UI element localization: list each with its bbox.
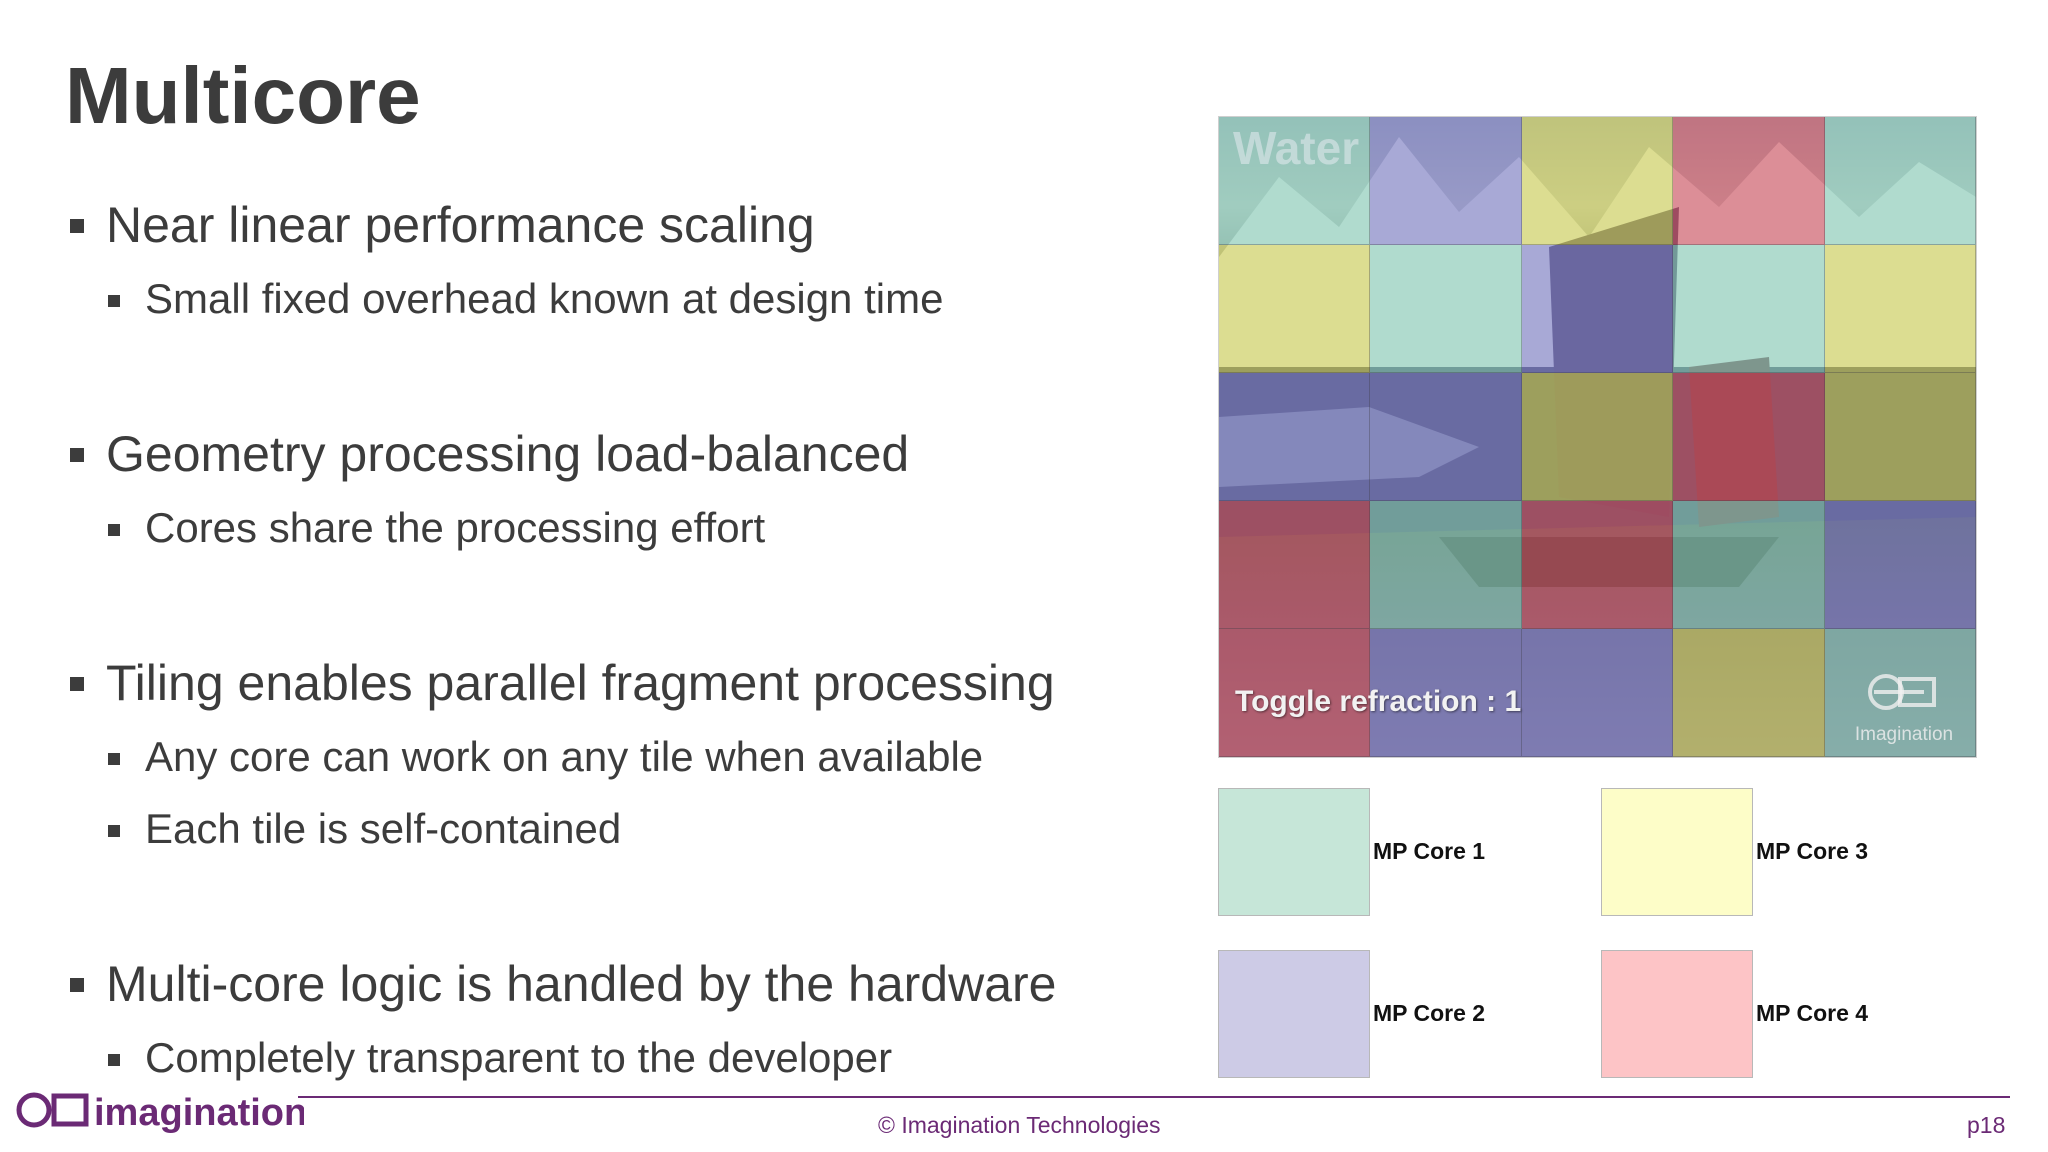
legend-label: MP Core 2 xyxy=(1373,1000,1486,1026)
tile-core-1 xyxy=(1673,501,1825,629)
scene-status-text: Toggle refraction : 1 xyxy=(1235,685,1522,718)
bullet-marker xyxy=(70,677,84,691)
tile-core-1 xyxy=(1673,245,1825,373)
tile-core-3 xyxy=(1673,629,1825,757)
imagination-logo-icon xyxy=(1868,674,1936,710)
legend-swatch xyxy=(1218,788,1370,916)
bullet-marker xyxy=(108,524,120,536)
sub-bullet: Completely transparent to the developer xyxy=(108,1034,892,1082)
bullet-text: Multi-core logic is handled by the hardw… xyxy=(106,956,1057,1012)
sub-bullet-text: Small fixed overhead known at design tim… xyxy=(145,275,944,322)
tile-core-3 xyxy=(1824,373,1976,501)
bullet-text: Near linear performance scaling xyxy=(106,197,815,253)
footer-divider xyxy=(298,1096,2010,1098)
page-number: p18 xyxy=(1967,1112,2006,1138)
bullet-marker xyxy=(108,1054,120,1066)
tile-grid xyxy=(1219,117,1976,757)
sub-bullet: Small fixed overhead known at design tim… xyxy=(108,275,943,323)
tile-core-1 xyxy=(1370,245,1522,373)
scene-corner-text: Water xyxy=(1233,122,1360,174)
tile-core-4 xyxy=(1673,373,1825,501)
sub-bullet-text: Any core can work on any tile when avail… xyxy=(145,733,984,780)
tile-core-1 xyxy=(1219,117,1371,245)
bullet-marker xyxy=(108,295,120,307)
tile-core-1 xyxy=(1370,501,1522,629)
rendered-scene-image: Water Toggle refraction : 1 Imagination xyxy=(1218,116,1977,758)
tile-core-3 xyxy=(1824,245,1976,373)
bullet-marker xyxy=(70,448,84,462)
tile-core-2 xyxy=(1521,629,1674,757)
legend-swatch xyxy=(1218,950,1370,1078)
bullet: Geometry processing load-balanced xyxy=(68,425,909,483)
tile-core-2 xyxy=(1370,117,1522,245)
tile-core-2 xyxy=(1370,373,1522,501)
legend-label: MP Core 4 xyxy=(1756,1000,1869,1026)
sub-bullet-text: Each tile is self-contained xyxy=(145,805,622,852)
sub-bullet: Cores share the processing effort xyxy=(108,504,765,552)
bullet-text: Tiling enables parallel fragment process… xyxy=(106,655,1055,711)
legend-label: MP Core 3 xyxy=(1756,838,1869,864)
bullet: Tiling enables parallel fragment process… xyxy=(68,654,1055,712)
bullet-marker xyxy=(108,753,120,765)
sub-bullet-text: Completely transparent to the developer xyxy=(145,1034,893,1081)
footer-copyright: © Imagination Technologies xyxy=(878,1112,1161,1138)
sub-bullet: Any core can work on any tile when avail… xyxy=(108,733,983,781)
bullet-marker xyxy=(70,978,84,992)
bullet-marker xyxy=(70,219,84,233)
legend-label: MP Core 1 xyxy=(1373,838,1486,864)
tile-core-1 xyxy=(1824,117,1976,245)
footer-logo-wordmark: imagination xyxy=(94,1092,304,1134)
bullet: Near linear performance scaling xyxy=(68,196,815,254)
tile-core-4 xyxy=(1219,501,1371,629)
bullet-text: Geometry processing load-balanced xyxy=(106,426,910,482)
tile-core-2 xyxy=(1824,501,1976,629)
legend-swatch xyxy=(1601,950,1753,1078)
bullet-marker xyxy=(108,825,120,837)
sub-bullet-text: Cores share the processing effort xyxy=(145,504,766,551)
tile-core-3 xyxy=(1219,245,1371,373)
legend-swatch xyxy=(1601,788,1753,916)
tile-core-4 xyxy=(1219,629,1371,757)
bullet: Multi-core logic is handled by the hardw… xyxy=(68,955,1057,1013)
slide-title: Multicore xyxy=(65,51,421,140)
tile-core-4 xyxy=(1521,501,1674,629)
sub-bullet: Each tile is self-contained xyxy=(108,805,621,853)
tile-core-4 xyxy=(1673,117,1825,245)
scene-logo: Imagination xyxy=(1839,667,1969,746)
scene-logo-label: Imagination xyxy=(1854,724,1954,745)
tile-core-3 xyxy=(1521,373,1674,501)
tile-core-3 xyxy=(1521,117,1674,245)
tile-core-2 xyxy=(1219,373,1371,501)
tile-core-2 xyxy=(1370,629,1522,757)
tile-core-2 xyxy=(1521,245,1674,373)
imagination-logo-icon: imagination xyxy=(16,1092,307,1134)
footer-logo: imagination xyxy=(14,1085,307,1148)
